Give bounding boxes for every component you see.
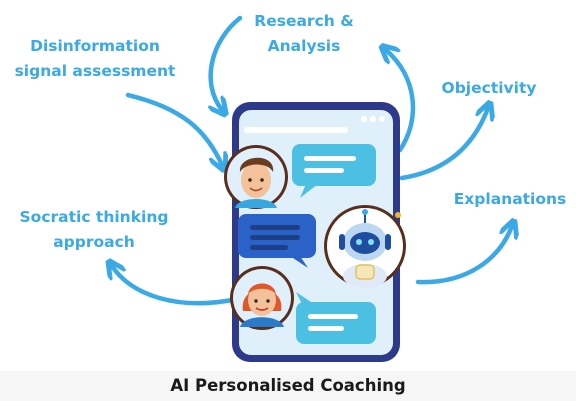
chat-bubble-icon [292, 144, 376, 198]
label-socratic-line2: approach [53, 233, 135, 251]
caption: AI Personalised Coaching [170, 376, 406, 395]
man-avatar-icon [224, 145, 288, 209]
label-research-line: Research & [254, 12, 354, 30]
chat-bubble-icon [238, 214, 316, 268]
label-socratic: Socratic thinking approach [11, 207, 177, 252]
label-analysis-line: Analysis [267, 37, 341, 55]
arrow-icon [386, 50, 416, 153]
arrow-icon [399, 108, 488, 181]
woman-avatar-icon [230, 266, 294, 330]
arrow-icon [415, 226, 512, 285]
arrow-icon [211, 15, 243, 110]
label-explanations: Explanations [453, 190, 567, 208]
robot-avatar-icon [324, 205, 406, 288]
arrow-icon [125, 92, 222, 165]
label-disinformation-line1: Disinformation [30, 37, 160, 55]
label-disinformation: Disinformation signal assessment [9, 36, 181, 81]
caption-bar [0, 371, 576, 401]
label-disinformation-line2: signal assessment [14, 62, 176, 80]
chat-bubble-icon [296, 292, 376, 344]
label-objectivity: Objectivity [441, 79, 537, 97]
label-research-analysis: Research & Analysis [249, 11, 359, 56]
label-socratic-line1: Socratic thinking [19, 208, 169, 226]
arrow-icon [112, 266, 235, 306]
